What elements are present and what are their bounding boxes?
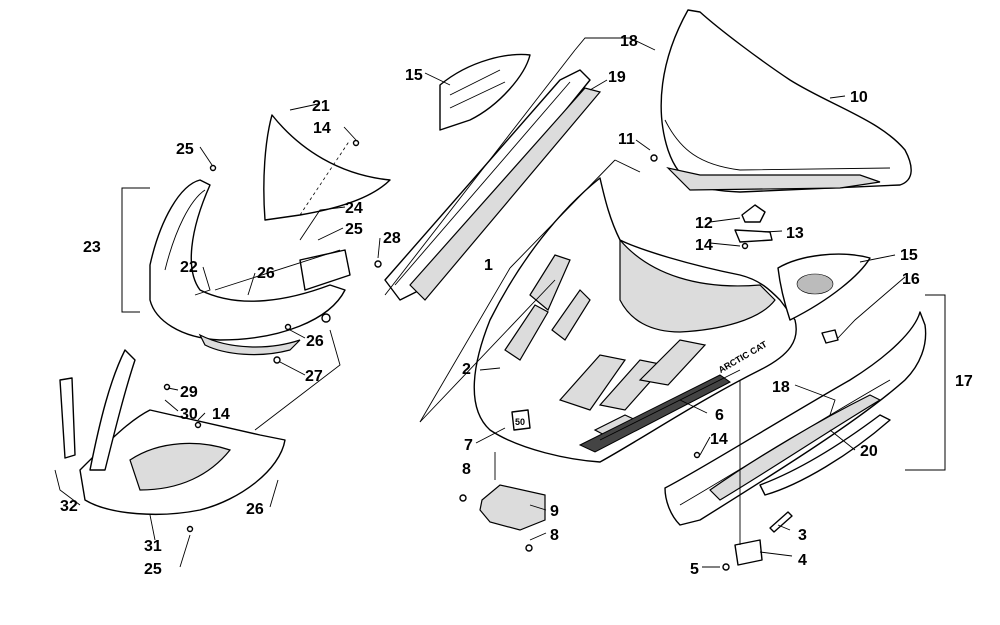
hood: ARCTIC CAT 50	[473, 177, 797, 463]
callout-8-upper: 8	[462, 461, 471, 478]
left-vent-grille	[439, 53, 531, 131]
callout-32: 32	[60, 498, 78, 515]
small-fasteners	[163, 139, 793, 571]
callout-25-top: 25	[176, 141, 194, 158]
callout-30: 30	[180, 406, 198, 423]
leader-lines	[54, 37, 946, 568]
callout-2: 2	[462, 361, 471, 378]
callout-14-panel: 14	[710, 431, 728, 448]
windshield	[660, 9, 912, 193]
callout-18-side: 18	[772, 379, 790, 396]
callout-12: 12	[695, 215, 713, 232]
callout-14-belly: 14	[212, 406, 230, 423]
callout-9: 9	[550, 503, 559, 520]
right-side-panel	[664, 311, 927, 526]
callout-17: 17	[955, 373, 973, 390]
callout-5: 5	[690, 561, 699, 578]
callout-7: 7	[464, 437, 473, 454]
callout-22: 22	[180, 259, 198, 276]
callout-25-bottom: 25	[144, 561, 162, 578]
callout-6: 6	[715, 407, 724, 424]
callout-19: 19	[608, 69, 626, 86]
hood-emblem: 50	[515, 417, 525, 427]
callout-27: 27	[305, 368, 323, 385]
callout-10: 10	[850, 89, 868, 106]
callout-14-lens: 14	[313, 120, 331, 137]
rivet-16	[821, 329, 839, 344]
callout-26-belly: 26	[246, 501, 264, 518]
callout-8-lower: 8	[550, 527, 559, 544]
callout-20: 20	[860, 443, 878, 460]
callout-16: 16	[902, 271, 920, 288]
callout-31: 31	[144, 538, 162, 555]
top-trim	[384, 69, 602, 301]
callout-28: 28	[383, 230, 401, 247]
callout-18-top: 18	[620, 33, 638, 50]
callout-11: 11	[618, 131, 635, 148]
callout-21: 21	[312, 98, 330, 115]
callout-15-left: 15	[405, 67, 423, 84]
callout-14-bracket: 14	[695, 237, 713, 254]
callout-labels: 1 2 3 4 5 6 7 8 9 8 10 11 12 13 14 14 14…	[60, 33, 973, 578]
callout-26-nose: 26	[257, 265, 275, 282]
headlight-lens	[263, 114, 391, 221]
callout-13: 13	[786, 225, 804, 242]
callout-26-mid: 26	[306, 333, 324, 350]
callout-1: 1	[484, 257, 493, 274]
callout-15-right: 15	[900, 247, 918, 264]
belly-pan	[59, 349, 286, 516]
callout-4: 4	[798, 552, 807, 569]
windshield-bracket-hardware	[650, 154, 773, 250]
right-vent-grille	[777, 253, 871, 321]
callout-29: 29	[180, 384, 198, 401]
nose-bezel	[149, 179, 351, 356]
callout-24: 24	[345, 200, 363, 217]
callout-3: 3	[798, 527, 807, 544]
skid-plate	[479, 484, 546, 531]
callout-25-mid: 25	[345, 221, 363, 238]
callout-23: 23	[83, 239, 101, 256]
